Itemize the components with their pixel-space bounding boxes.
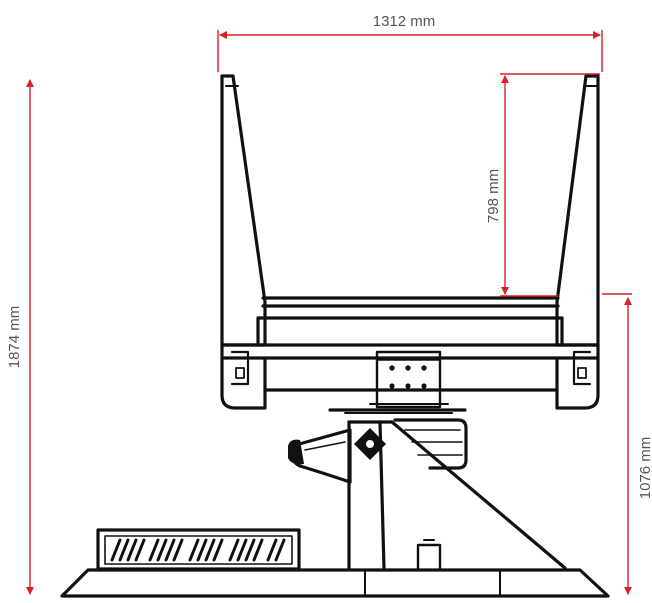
dimension-frame-height — [500, 73, 600, 297]
bolt — [405, 365, 411, 371]
handle-knob — [288, 439, 304, 465]
bolt — [421, 383, 427, 389]
crossbar — [220, 296, 600, 360]
bolt — [389, 383, 395, 389]
dimension-base-height — [602, 293, 632, 595]
base-bracket — [416, 539, 442, 572]
left-arm — [220, 74, 267, 347]
dimension-lines — [26, 30, 632, 595]
base-platform — [60, 568, 610, 598]
left-housing — [220, 343, 267, 410]
base-height-label: 1076 mm — [637, 437, 652, 500]
pivot-center — [366, 440, 374, 448]
width-label: 1312 mm — [373, 13, 436, 30]
right-arm — [555, 74, 600, 347]
bolt — [405, 383, 411, 389]
gearbox — [393, 418, 468, 470]
mounting-plate — [375, 350, 442, 409]
right-housing — [555, 343, 600, 410]
machine-details — [288, 365, 427, 465]
control-box — [96, 528, 301, 571]
frame-height-label: 798 mm — [485, 169, 502, 223]
swivel-joint — [328, 403, 467, 414]
total-height-label: 1874 mm — [6, 306, 23, 369]
machine-outline — [60, 74, 610, 598]
bolt — [421, 365, 427, 371]
dimension-width — [217, 30, 603, 72]
bolt — [389, 365, 395, 371]
